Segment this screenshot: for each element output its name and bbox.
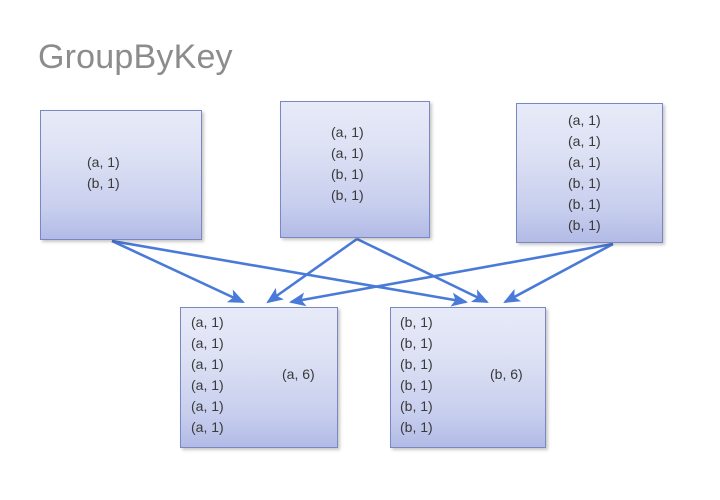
output-box-a-aggregate: (a, 6)	[282, 366, 315, 382]
list-item: (b, 1)	[400, 335, 433, 351]
output-box-b-items: (b, 1) (b, 1) (b, 1) (b, 1) (b, 1) (b, 1…	[400, 312, 433, 438]
input-box-1-items: (a, 1) (b, 1)	[87, 152, 120, 194]
output-box-b-aggregate: (b, 6)	[490, 366, 523, 382]
list-item: (b, 1)	[331, 187, 364, 203]
list-item: (b, 1)	[400, 377, 433, 393]
list-item: (b, 1)	[87, 175, 120, 191]
list-item: (b, 1)	[400, 314, 433, 330]
shuffle-arrow-b2-to-a	[266, 237, 358, 304]
list-item: (a, 1)	[191, 314, 224, 330]
list-item: (b, 1)	[568, 217, 601, 233]
input-box-2-items: (a, 1) (a, 1) (b, 1) (b, 1)	[331, 122, 364, 206]
shuffle-arrow-b3-to-a	[288, 242, 614, 307]
shuffle-arrow-b3-to-b	[503, 242, 614, 304]
list-item: (b, 1)	[400, 419, 433, 435]
output-box-b[interactable]	[390, 307, 546, 448]
list-item: (b, 1)	[400, 356, 433, 372]
list-item: (a, 1)	[191, 335, 224, 351]
list-item: (b, 1)	[400, 398, 433, 414]
list-item: (a, 1)	[191, 398, 224, 414]
input-box-3[interactable]	[516, 103, 663, 243]
list-item: (a, 1)	[568, 154, 601, 170]
list-item: (a, 1)	[87, 154, 120, 170]
list-item: (a, 1)	[331, 145, 364, 161]
list-item: (b, 1)	[568, 175, 601, 191]
page-title: GroupByKey	[38, 38, 233, 76]
output-box-a[interactable]	[180, 307, 338, 448]
shuffle-arrow-b2-to-b	[356, 237, 489, 304]
list-item: (a, 1)	[331, 124, 364, 140]
list-item: (b, 1)	[331, 166, 364, 182]
output-box-a-items: (a, 1) (a, 1) (a, 1) (a, 1) (a, 1) (a, 1…	[191, 312, 224, 438]
shuffle-arrow-b1-to-b	[111, 239, 469, 307]
list-item: (a, 1)	[191, 419, 224, 435]
list-item: (b, 1)	[568, 196, 601, 212]
input-box-1[interactable]	[40, 110, 202, 240]
list-item: (a, 1)	[568, 112, 601, 128]
list-item: (a, 1)	[568, 133, 601, 149]
list-item: (a, 1)	[191, 356, 224, 372]
list-item: (a, 1)	[191, 377, 224, 393]
input-box-2[interactable]	[280, 101, 430, 238]
input-box-3-items: (a, 1) (a, 1) (a, 1) (b, 1) (b, 1) (b, 1…	[568, 110, 601, 236]
shuffle-arrow-b1-to-a	[111, 239, 245, 304]
